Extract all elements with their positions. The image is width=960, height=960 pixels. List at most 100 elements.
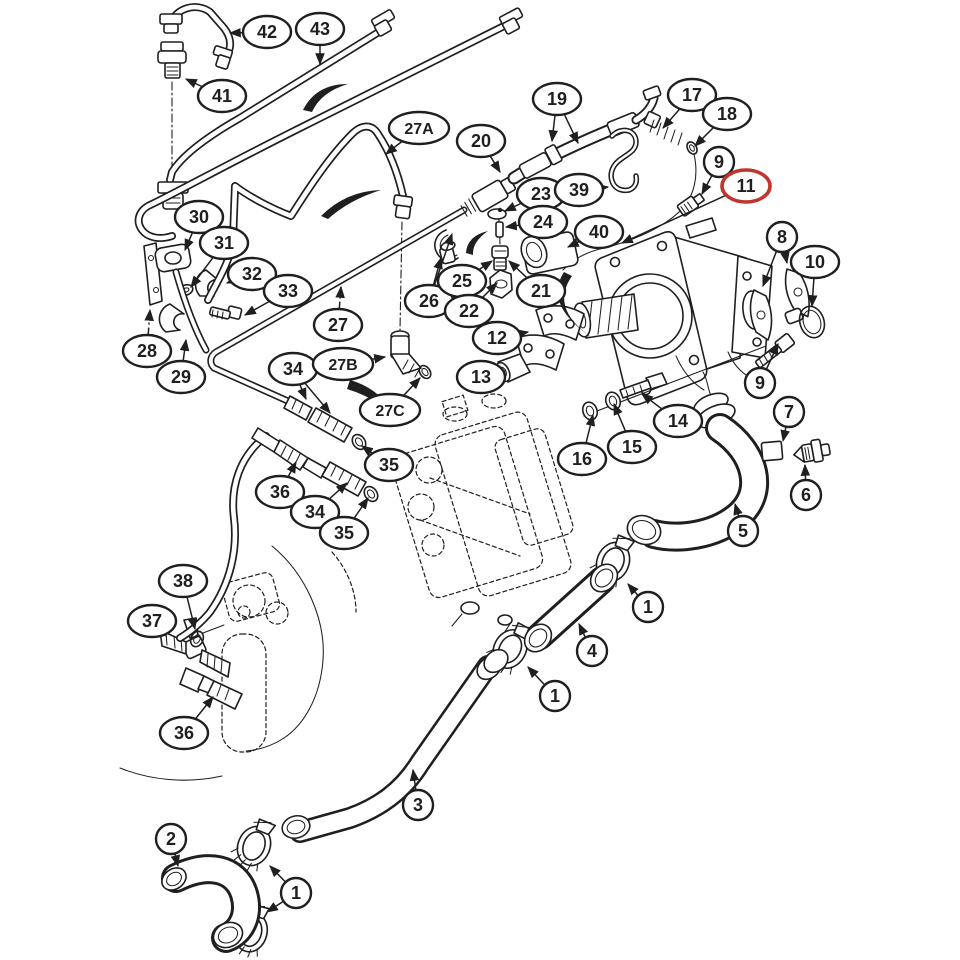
leader-line-18 [694, 127, 714, 147]
callout-bubble-29 [155, 359, 207, 395]
callout-bubble-19 [531, 81, 583, 117]
callout-label-35: 35 [379, 455, 399, 475]
callout-34: 34 [289, 482, 348, 530]
leader-line-28 [144, 308, 154, 335]
callout-26: 26 [403, 232, 455, 319]
bolt-33-illustration [208, 305, 243, 320]
callout-label-26: 26 [419, 291, 439, 311]
callout-label-42: 42 [257, 22, 277, 42]
leader-line-27 [335, 285, 345, 309]
callout-label-39: 39 [569, 180, 589, 200]
callout-31: 31 [190, 225, 250, 288]
callout-label-40: 40 [589, 222, 609, 242]
tube-43-illustration [157, 9, 396, 210]
callout-label-30: 30 [189, 207, 209, 227]
leader-line-8 [780, 251, 790, 265]
leader-line-34 [297, 384, 307, 401]
leader-line-1 [269, 865, 286, 883]
callout-bubble-17 [666, 77, 718, 113]
leader-line-31 [190, 257, 214, 288]
callout-label-27C: 27C [375, 403, 405, 420]
callout-label-19: 19 [547, 89, 567, 109]
leader-line-8 [762, 251, 778, 288]
leader-line-2 [170, 853, 180, 868]
callout-bubble-43 [294, 11, 346, 47]
callout-27C: 27C [358, 377, 422, 428]
reference-valve-block-illustration [390, 393, 574, 637]
callout-27: 27 [312, 285, 364, 343]
callout-label-25: 25 [452, 271, 472, 291]
fitting-36-lower-illustration [179, 667, 243, 710]
callout-bubble-24 [517, 204, 569, 240]
s-hook-39-illustration [608, 127, 640, 194]
callout-label-1: 1 [291, 883, 301, 903]
callout-35: 35 [361, 445, 415, 483]
callout-bubble-40 [573, 214, 625, 250]
callout-label-14: 14 [668, 411, 688, 431]
callout-label-3: 3 [413, 795, 423, 815]
callout-label-27A: 27A [404, 121, 434, 138]
leader-line-23 [503, 202, 522, 212]
leader-line-17 [662, 108, 681, 129]
leader-line-12 [516, 329, 530, 339]
callout-label-34: 34 [305, 502, 325, 522]
callout-2: 2 [154, 822, 188, 868]
callout-41: 41 [184, 78, 248, 114]
leader-line-30 [184, 232, 194, 252]
callout-bubble-27B [311, 346, 375, 382]
callout-label-38: 38 [173, 571, 193, 591]
callout-bubble-9 [702, 145, 736, 179]
callout-label-5: 5 [738, 521, 748, 541]
fitting-36-upper-illustration [251, 427, 327, 479]
leader-line-9 [765, 342, 779, 370]
callout-bubble-35 [318, 515, 370, 551]
leader-line-24 [504, 220, 519, 231]
callout-37: 37 [126, 603, 178, 639]
callout-bubble-33 [262, 273, 314, 309]
hose-4-illustration [523, 563, 619, 653]
leader-line-22 [482, 282, 498, 298]
leader-line-19 [548, 115, 559, 143]
hose-2-illustration [161, 854, 261, 953]
callout-label-22: 22 [459, 301, 479, 321]
flange-12-illustration [515, 305, 585, 371]
callout-bubble-27C [358, 392, 422, 428]
callout-label-4: 4 [587, 641, 597, 661]
leader-line-25 [479, 260, 493, 271]
leader-line-20 [489, 155, 501, 174]
callout-bubble-30 [173, 199, 225, 235]
leader-line-27B [372, 354, 387, 364]
callout-8: 8 [762, 220, 799, 288]
callout-1: 1 [527, 666, 572, 713]
leader-line-38 [186, 597, 198, 631]
callout-bubble-1 [279, 876, 313, 910]
leader-line-14 [641, 393, 663, 410]
callout-bubble-37 [126, 603, 178, 639]
callout-7: 7 [772, 395, 806, 443]
callout-35: 35 [318, 497, 370, 551]
leader-line-26 [433, 232, 454, 286]
callout-label-6: 6 [801, 485, 811, 505]
leader-line-1 [627, 583, 639, 596]
callout-20: 20 [455, 123, 507, 174]
callout-11-highlighted: 11 [620, 168, 772, 244]
callout-label-13: 13 [471, 367, 491, 387]
callout-39: 39 [553, 172, 610, 208]
callout-bubble-5 [726, 514, 760, 548]
connector-41-illustration [157, 41, 187, 179]
hose-clamp-illustration [230, 818, 277, 872]
callout-3: 3 [401, 768, 435, 822]
leader-line-19 [563, 114, 579, 145]
leader-line-36 [286, 460, 297, 477]
callout-label-27B: 27B [328, 357, 357, 374]
callout-21: 21 [508, 260, 567, 309]
callout-bubble-27A [387, 110, 451, 146]
callout-label-7: 7 [784, 402, 794, 422]
callout-1: 1 [265, 865, 313, 913]
callout-bubble-16 [556, 441, 608, 477]
callout-bubble-22 [443, 293, 495, 329]
callout-label-10: 10 [805, 252, 825, 272]
callout-label-43: 43 [310, 19, 330, 39]
